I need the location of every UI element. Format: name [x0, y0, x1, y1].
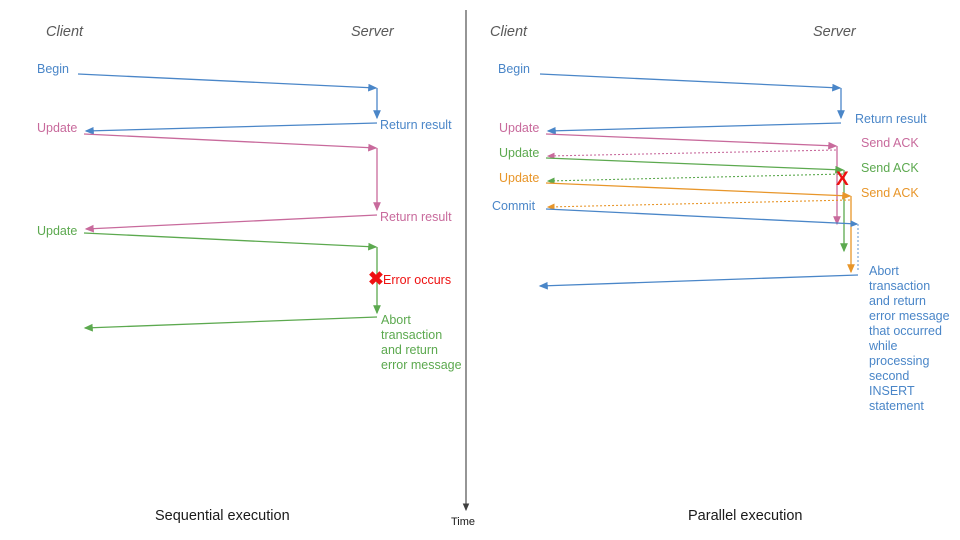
right-msg-return-result-arrow	[546, 122, 842, 135]
right-panel-caption: Parallel execution	[688, 508, 803, 524]
left-msg-return-result-1-label: Return result	[380, 118, 452, 132]
right-abort-note-line-2: transaction	[869, 279, 931, 293]
left-abort-note-line-2: transaction	[381, 328, 443, 342]
time-axis-label: Time	[451, 516, 476, 528]
left-abort-note-line-4: error message	[381, 358, 462, 372]
left-abort-note-line-1: Abort	[381, 313, 411, 327]
right-msg-send-ack-1-label: Send ACK	[861, 136, 919, 150]
right-abort-note-line-10: statement	[869, 399, 924, 413]
left-msg-return-result-2-label: Return result	[380, 210, 452, 224]
right-abort-note-line-3: and return	[869, 294, 926, 308]
left-msg-return-result-2-arrow	[84, 214, 378, 233]
right-msg-send-ack-2-label: Send ACK	[861, 161, 919, 175]
right-abort-note: Abort transaction and return error messa…	[869, 264, 950, 414]
left-error-occurs-label: Error occurs	[383, 273, 452, 287]
left-msg-abort-arrow	[83, 316, 378, 332]
left-msg-return-result-1-arrow	[84, 122, 378, 135]
right-msg-send-ack-2-arrow	[546, 173, 844, 185]
left-msg-update-1-arrow	[83, 133, 378, 152]
right-msg-update-1-label: Update	[499, 121, 540, 135]
right-msg-update-2-arrow	[545, 157, 845, 174]
right-abort-note-line-5: that occurred	[869, 324, 942, 338]
left-actor-server-label: Server	[351, 24, 394, 40]
right-actor-client-label: Client	[490, 24, 528, 40]
left-abort-note: Abort transaction and return error messa…	[381, 313, 462, 373]
right-abort-note-line-6: while	[869, 339, 898, 353]
left-msg-update-2-arrow	[83, 232, 378, 251]
right-abort-note-line-7: processing	[869, 354, 930, 368]
left-msg-begin-label: Begin	[37, 62, 69, 76]
right-msg-send-ack-3-label: Send ACK	[861, 186, 919, 200]
right-msg-begin-label: Begin	[498, 62, 530, 76]
left-panel-caption: Sequential execution	[155, 508, 290, 524]
right-msg-send-ack-3-arrow	[546, 199, 851, 211]
right-msg-commit-arrow	[545, 208, 859, 228]
right-error-x-icon: X	[836, 169, 849, 190]
left-msg-begin-arrow	[77, 73, 378, 92]
right-msg-update-2-label: Update	[499, 146, 540, 160]
right-abort-note-line-1: Abort	[869, 264, 899, 278]
right-msg-abort-arrow	[538, 274, 859, 290]
right-msg-commit-label: Commit	[492, 199, 536, 213]
right-msg-begin-arrow	[539, 73, 842, 92]
left-msg-update-1-label: Update	[37, 121, 78, 135]
left-actor-client-label: Client	[46, 24, 84, 40]
right-actor-server-label: Server	[813, 24, 856, 40]
left-msg-update-2-label: Update	[37, 224, 78, 238]
left-error-x-icon: ✖	[368, 269, 384, 290]
right-msg-update-3-arrow	[545, 182, 852, 200]
right-abort-note-line-8: second	[869, 369, 910, 383]
left-abort-note-line-3: and return	[381, 343, 438, 357]
right-msg-send-ack-1-arrow	[546, 149, 837, 160]
right-abort-note-line-4: error message	[869, 309, 950, 323]
right-abort-note-line-9: INSERT	[869, 384, 915, 398]
right-msg-update-3-label: Update	[499, 171, 540, 185]
right-msg-update-1-arrow	[545, 133, 838, 150]
right-msg-return-result-label: Return result	[855, 112, 927, 126]
